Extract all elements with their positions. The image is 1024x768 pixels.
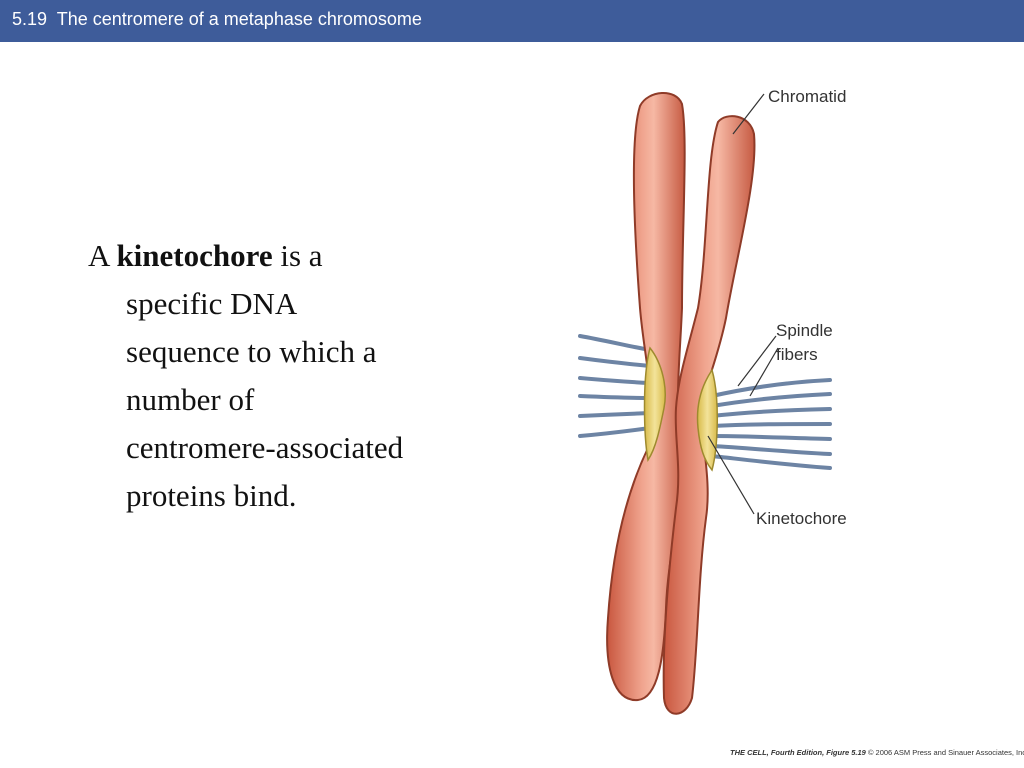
- title-bar: 5.19 The centromere of a metaphase chrom…: [0, 0, 1024, 42]
- figure-credit: THE CELL, Fourth Edition, Figure 5.19 © …: [730, 748, 1024, 757]
- credit-source: THE CELL, Fourth Edition, Figure 5.19: [730, 748, 866, 757]
- kinetochore-term: kinetochore: [116, 238, 273, 273]
- label-spindle-line1: Spindle: [776, 321, 833, 340]
- body-line-4: number of: [126, 382, 255, 417]
- chromosome-figure: Chromatid Spindle fibers Kinetochore: [578, 87, 847, 715]
- body-line-3: sequence to which a: [126, 334, 377, 369]
- slide-title: 5.19 The centromere of a metaphase chrom…: [12, 9, 422, 29]
- label-chromatid: Chromatid: [768, 87, 846, 106]
- body-line-5: centromere-associated: [126, 430, 404, 465]
- body-line-6: proteins bind.: [126, 478, 297, 513]
- chromatid-right: [662, 115, 756, 715]
- body-line-1-suffix: is a: [272, 238, 323, 273]
- body-prefix: A: [88, 238, 117, 273]
- body-line-2: specific DNA: [126, 286, 298, 321]
- kinetochore-right: [696, 368, 719, 472]
- kinetochore-left: [643, 346, 666, 462]
- spindle-fibers-left: [578, 334, 652, 438]
- body-line-1: A kinetochore is a: [88, 232, 483, 280]
- label-spindle-line2: fibers: [776, 345, 818, 364]
- label-kinetochore: Kinetochore: [756, 509, 847, 528]
- credit-copyright: © 2006 ASM Press and Sinauer Associates,…: [867, 748, 1024, 757]
- spindle-fibers-right: [710, 378, 832, 470]
- body-text: A kinetochore is a specific DNA sequence…: [88, 232, 483, 520]
- chromatid-left: [606, 92, 686, 702]
- leader-lines: [707, 93, 779, 515]
